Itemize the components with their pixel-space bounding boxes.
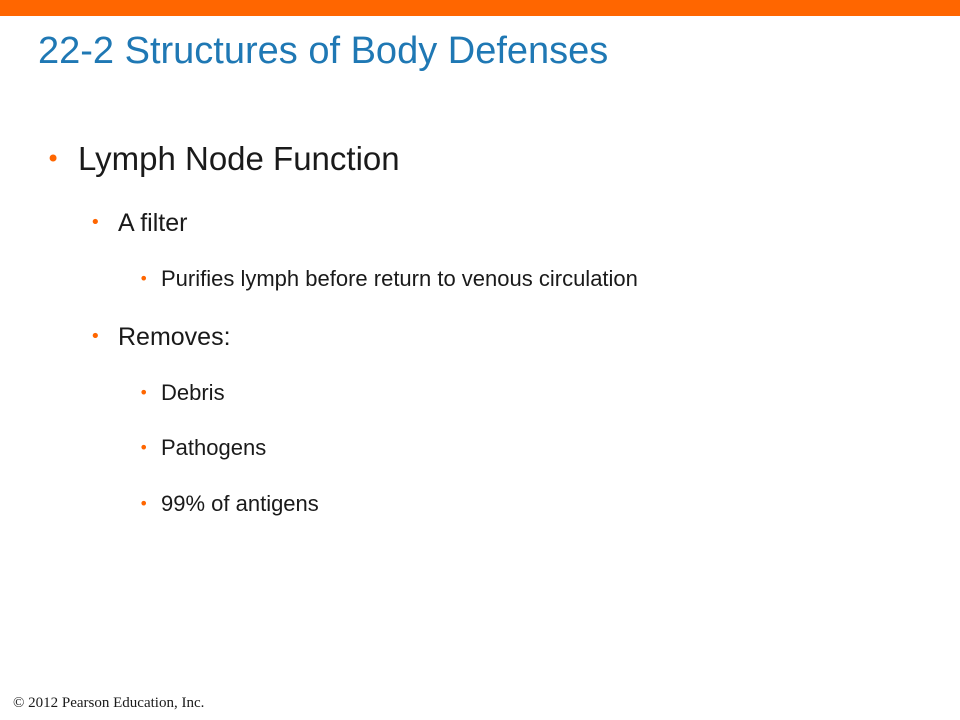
bullet-a-filter: • A filter: [90, 207, 188, 239]
bullet-text: Debris: [161, 380, 225, 405]
bullet-text: Lymph Node Function: [78, 140, 400, 177]
bullet-removes: • Removes:: [90, 321, 231, 353]
top-accent-bar: [0, 0, 960, 16]
bullet-lymph-node-function: • Lymph Node Function: [46, 139, 400, 179]
bullet-marker: •: [90, 212, 101, 233]
bullet-text: Purifies lymph before return to venous c…: [161, 266, 638, 291]
bullet-marker: •: [90, 326, 101, 347]
bullet-debris: • Debris: [139, 379, 225, 407]
bullet-antigens: • 99% of antigens: [139, 490, 319, 518]
bullet-text: A filter: [118, 209, 188, 237]
slide-title: 22-2 Structures of Body Defenses: [38, 30, 609, 72]
bullet-purifies-lymph: • Purifies lymph before return to venous…: [139, 265, 638, 293]
bullet-marker: •: [139, 383, 149, 402]
bullet-marker: •: [139, 438, 149, 457]
bullet-marker: •: [46, 145, 61, 173]
bullet-text: Removes:: [118, 323, 231, 351]
bullet-marker: •: [139, 494, 149, 513]
bullet-pathogens: • Pathogens: [139, 434, 267, 462]
bullet-marker: •: [139, 269, 149, 288]
bullet-text: 99% of antigens: [161, 491, 319, 516]
bullet-text: Pathogens: [161, 435, 267, 460]
copyright-footer: © 2012 Pearson Education, Inc.: [13, 695, 205, 711]
